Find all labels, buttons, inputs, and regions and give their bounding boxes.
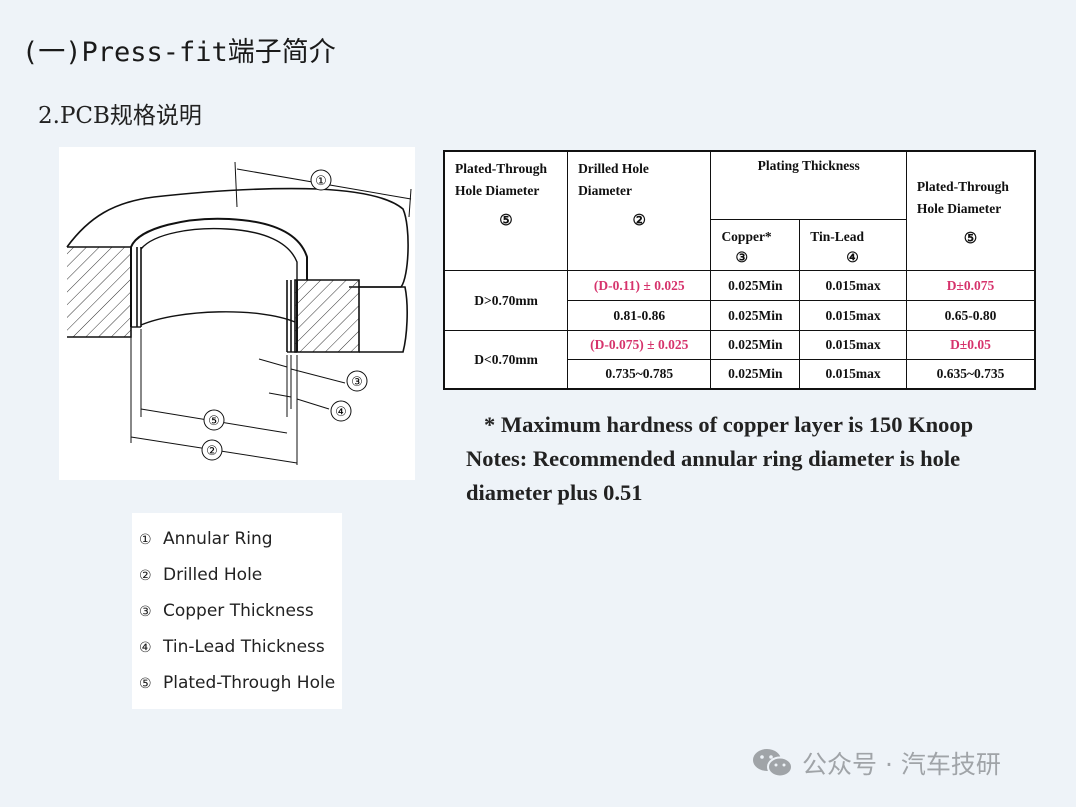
table-row: 0.81-0.86 0.025Min 0.015max 0.65-0.80 bbox=[444, 300, 1036, 332]
legend-item: ④ Tin-Lead Thickness bbox=[139, 637, 325, 657]
cell-copper: 0.025Min bbox=[710, 300, 801, 332]
cell-tinlead: 0.015max bbox=[799, 300, 907, 332]
circled-number: ④ bbox=[846, 250, 859, 266]
table-row: 0.735~0.785 0.025Min 0.015max 0.635~0.73… bbox=[444, 359, 1036, 390]
legend-label: Plated-Through Hole bbox=[163, 673, 336, 693]
watermark: 公众号 · 汽车技研 bbox=[752, 745, 1001, 781]
cell-drilled: 0.735~0.785 bbox=[567, 359, 712, 390]
callout-3: ③ bbox=[351, 375, 363, 390]
notes-block: * Maximum hardness of copper layer is 15… bbox=[466, 408, 1026, 510]
callout-2: ② bbox=[206, 444, 218, 459]
board-left-section bbox=[67, 246, 132, 338]
legend-number: ④ bbox=[139, 640, 152, 656]
cell-tinlead: 0.015max bbox=[799, 330, 907, 361]
header-tin-lead: Tin-Lead ④ bbox=[799, 218, 907, 271]
cell-pth: D±0.075 bbox=[905, 269, 1036, 302]
hole-rim bbox=[130, 217, 308, 280]
page-title: (一)Press-fit端子简介 bbox=[22, 37, 336, 68]
legend-item: ③ Copper Thickness bbox=[139, 601, 314, 621]
header-pth-diameter-2: Plated-Through Hole Diameter ⑤ bbox=[905, 150, 1036, 271]
legend-label: Drilled Hole bbox=[163, 565, 263, 585]
header-copper: Copper* ③ bbox=[710, 218, 801, 271]
hardness-note: * Maximum hardness of copper layer is 15… bbox=[484, 412, 974, 437]
legend-item: ② Drilled Hole bbox=[139, 565, 262, 585]
header-plating-thickness: Plating Thickness bbox=[710, 150, 907, 220]
callout-5: ⑤ bbox=[208, 414, 220, 429]
cell-pth: D±0.05 bbox=[905, 330, 1036, 361]
board-top-surface bbox=[66, 187, 409, 288]
callout-1: ① bbox=[315, 174, 327, 189]
pcb-hole-diagram: ① ⑤ ② ③ ④ bbox=[59, 147, 415, 480]
legend-item: ⑤ Plated-Through Hole bbox=[139, 673, 335, 693]
annular-ring-note: Notes: Recommended annular ring diameter… bbox=[466, 446, 961, 505]
circled-number: ⑤ bbox=[499, 213, 513, 229]
legend-label: Tin-Lead Thickness bbox=[163, 637, 325, 657]
legend-number: ① bbox=[139, 532, 152, 548]
group-label: D>0.70mm bbox=[443, 269, 569, 332]
legend-number: ⑤ bbox=[139, 676, 152, 692]
circled-number: ⑤ bbox=[963, 231, 978, 247]
circled-number: ② bbox=[632, 213, 646, 229]
cell-drilled: (D-0.075) ± 0.025 bbox=[567, 330, 712, 361]
wechat-icon bbox=[753, 749, 793, 778]
cell-pth: 0.65-0.80 bbox=[905, 300, 1036, 332]
cell-copper: 0.025Min bbox=[710, 269, 801, 302]
watermark-text: 公众号 · 汽车技研 bbox=[802, 750, 1001, 779]
legend-number: ③ bbox=[139, 604, 152, 620]
circled-number: ③ bbox=[735, 250, 748, 266]
header-drilled-hole: Drilled Hole Diameter ② bbox=[567, 150, 712, 271]
legend-item: ① Annular Ring bbox=[139, 529, 273, 549]
callout-4: ④ bbox=[335, 405, 347, 420]
cell-copper: 0.025Min bbox=[710, 330, 801, 361]
table-row: D>0.70mm (D-0.11) ± 0.025 0.025Min 0.015… bbox=[443, 269, 1036, 332]
cell-tinlead: 0.015max bbox=[799, 269, 907, 302]
cell-drilled: (D-0.11) ± 0.025 bbox=[567, 269, 712, 302]
legend-label: Annular Ring bbox=[163, 529, 273, 549]
group-label: D<0.70mm bbox=[443, 330, 569, 390]
pcb-spec-table: Plated-Through Hole Diameter ⑤ Drilled H… bbox=[443, 150, 1036, 390]
header-pth-diameter: Plated-Through Hole Diameter ⑤ bbox=[443, 150, 569, 271]
section-subtitle: 2.PCB规格说明 bbox=[38, 103, 202, 129]
legend-number: ② bbox=[139, 568, 152, 584]
cell-copper: 0.025Min bbox=[710, 359, 801, 390]
cell-drilled: 0.81-0.86 bbox=[567, 300, 712, 332]
board-right-section bbox=[294, 279, 360, 353]
cell-pth: 0.635~0.735 bbox=[905, 359, 1036, 390]
legend-label: Copper Thickness bbox=[163, 601, 314, 621]
cell-tinlead: 0.015max bbox=[799, 359, 907, 390]
table-row: D<0.70mm (D-0.075) ± 0.025 0.025Min 0.01… bbox=[443, 330, 1036, 390]
diagram-legend: ① Annular Ring ② Drilled Hole ③ Copper Thic… bbox=[132, 513, 342, 709]
